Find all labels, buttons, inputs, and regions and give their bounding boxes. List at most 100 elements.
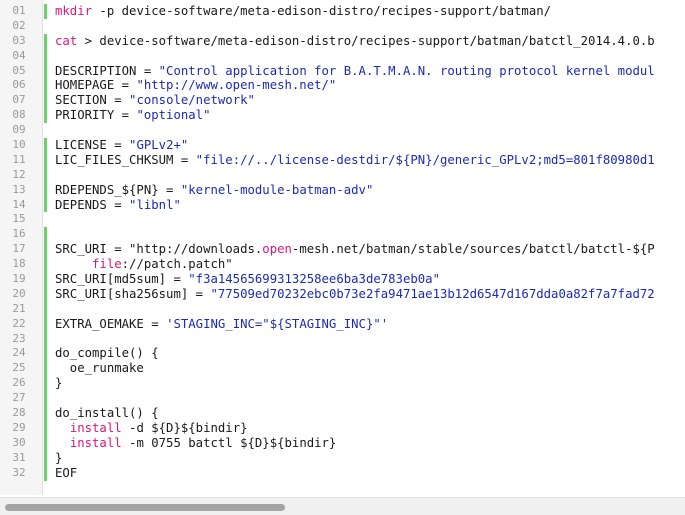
keyword-token: cat (55, 33, 78, 48)
keyword-token: mkdir (55, 4, 93, 18)
code-text: LICENSE = "GPLv2+" (55, 138, 188, 153)
line-number: 30 (12, 435, 26, 449)
code-text: install -m 0755 batctl ${D}${bindir} (55, 435, 337, 451)
string-token: "console/network" (129, 93, 255, 108)
change-marker (44, 167, 47, 183)
line-number: 20 (12, 286, 26, 300)
code-line[interactable]: 13 RDEPENDS_${PN} = "kernel-module-batman… (0, 182, 685, 198)
scrollbar-thumb[interactable] (5, 504, 285, 511)
line-number: 03 (12, 33, 26, 47)
line-number: 19 (12, 272, 26, 286)
code-line[interactable]: 29 install -d ${D}${bindir} (0, 420, 685, 436)
code-text: oe_runmake (55, 361, 144, 376)
string-token: "http://www.open-mesh.net/" (136, 78, 337, 93)
line-number: 04 (12, 48, 26, 62)
line-number: 11 (12, 152, 26, 166)
string-token: "optional" (136, 108, 211, 123)
line-number: 14 (12, 197, 26, 211)
change-marker (44, 301, 47, 317)
line-number: 13 (12, 182, 26, 196)
code-line[interactable]: 23 (0, 331, 685, 347)
code-text: install -d ${D}${bindir} (55, 421, 248, 436)
code-line[interactable]: 15 (0, 212, 685, 227)
code-line[interactable]: 16 (0, 227, 685, 243)
code-text: RDEPENDS_${PN} = "kernel-module-batman-a… (55, 183, 373, 198)
change-marker (44, 435, 47, 451)
line-number: 24 (12, 346, 26, 360)
code-line[interactable]: 07 SECTION = "console/network" (0, 93, 685, 109)
code-line[interactable]: 21 (0, 301, 685, 317)
line-number: 07 (12, 93, 26, 107)
horizontal-scrollbar[interactable] (0, 497, 685, 515)
keyword-token: file (92, 257, 122, 272)
change-marker (44, 4, 47, 19)
code-line[interactable]: 03 cat > device-software/meta-edison-dist… (0, 33, 685, 49)
code-line[interactable]: 12 (0, 167, 685, 183)
code-text: SECTION = "console/network" (55, 93, 255, 108)
line-number: 06 (12, 78, 26, 92)
code-line[interactable]: 10 LICENSE = "GPLv2+" (0, 138, 685, 153)
change-marker (44, 227, 47, 243)
line-number: 05 (12, 63, 26, 77)
line-number: 08 (12, 108, 26, 122)
keyword-token: open (262, 242, 292, 257)
change-marker (44, 33, 47, 49)
keyword-token: install (69, 435, 122, 450)
code-token: } (55, 450, 63, 465)
change-marker (44, 152, 47, 168)
change-marker (44, 272, 47, 287)
change-marker (44, 48, 47, 64)
change-marker (44, 257, 47, 273)
line-number: 18 (12, 257, 26, 271)
code-line[interactable]: 09 (0, 123, 685, 138)
code-token (55, 257, 92, 271)
line-number: 21 (12, 301, 26, 315)
line-number-gutter (0, 0, 43, 495)
code-line[interactable]: 02 (0, 19, 685, 34)
string-token: "GPLv2+" (129, 138, 189, 153)
code-token: > device-software/meta-edison-distro/rec… (77, 33, 655, 48)
code-line[interactable]: 25 oe_runmake (0, 361, 685, 377)
string-token: 'STAGING_INC="${STAGING_INC}"' (166, 316, 389, 331)
line-number: 22 (12, 316, 26, 330)
code-line[interactable]: 31} (0, 450, 685, 466)
change-marker (44, 78, 47, 94)
code-line[interactable]: 18 file://patch.patch" (0, 257, 685, 273)
change-marker (44, 331, 47, 347)
code-line[interactable]: 30 install -m 0755 batctl ${D}${bindir} (0, 435, 685, 451)
string-token: "file://../license-destdir/${PN}/generic… (195, 152, 655, 167)
code-line[interactable]: 27 (0, 391, 685, 407)
line-number: 15 (12, 212, 26, 226)
code-token: SRC_URI[sha256sum] = (55, 286, 211, 301)
line-number: 01 (12, 4, 26, 17)
string-token: "kernel-module-batman-adv" (180, 182, 374, 197)
change-marker (44, 420, 47, 436)
change-marker (44, 93, 47, 109)
change-marker (44, 406, 47, 421)
code-line[interactable]: 26} (0, 376, 685, 392)
code-line[interactable]: 24 do_compile() { (0, 346, 685, 362)
change-marker (44, 63, 47, 79)
code-line[interactable]: 04 (0, 48, 685, 64)
change-marker (44, 316, 47, 332)
code-token: do_compile() { (55, 346, 159, 361)
line-number: 10 (12, 138, 26, 152)
code-token (55, 436, 70, 450)
code-text: SRC_URI = "http://downloads.open-mesh.ne… (55, 242, 655, 257)
code-token: EOF (55, 465, 78, 480)
line-number: 28 (12, 406, 26, 420)
